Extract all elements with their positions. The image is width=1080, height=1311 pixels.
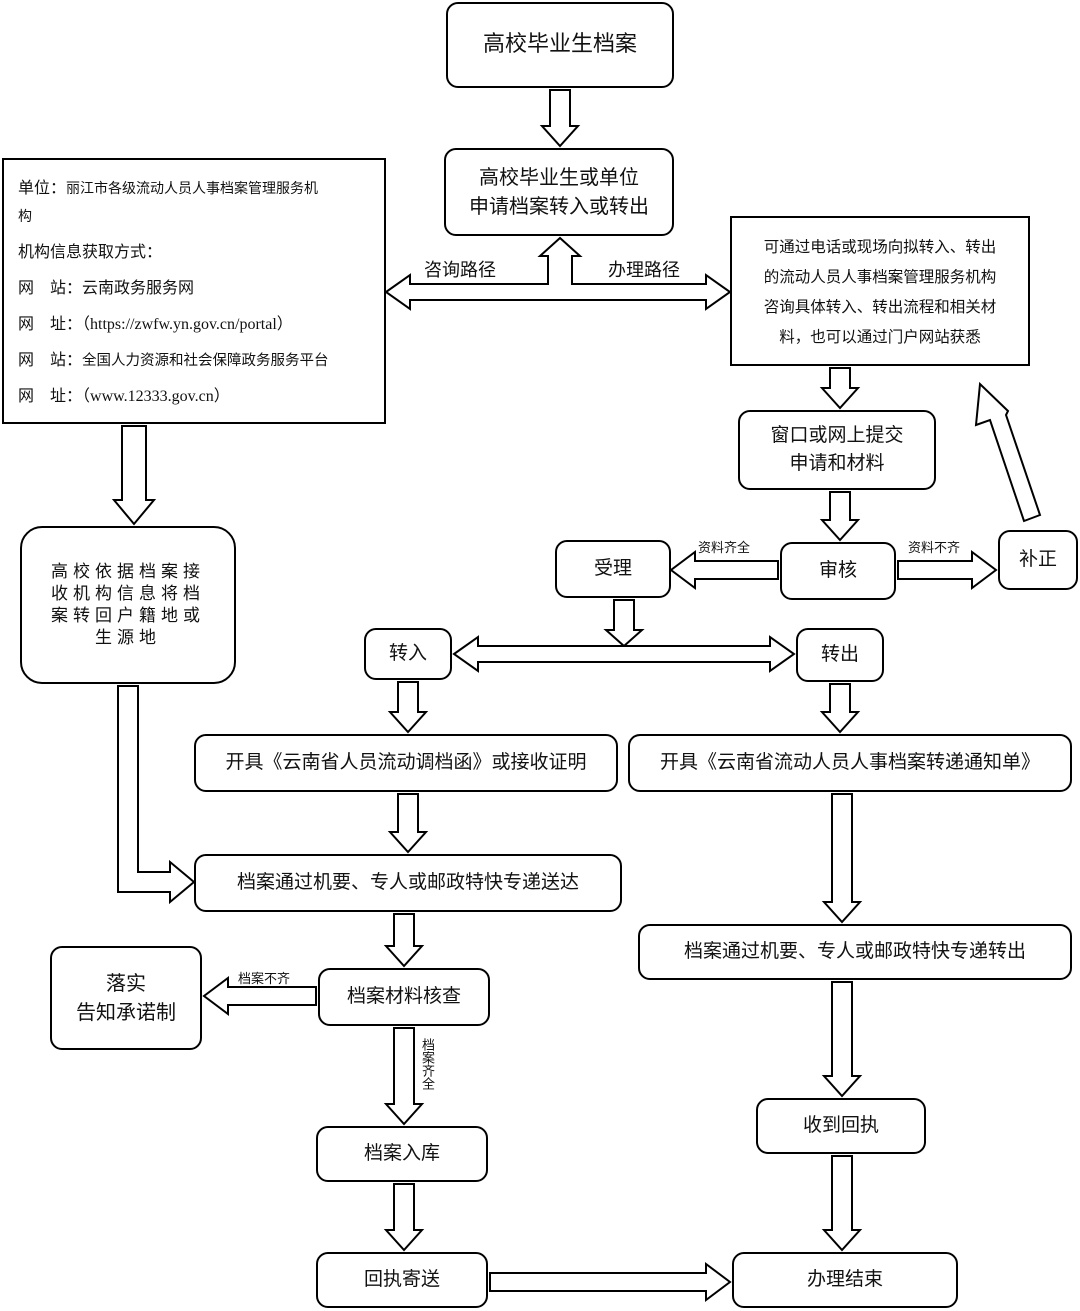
arrow-routes bbox=[384, 236, 732, 311]
node-graduate-archive-label: 高校毕业生档案 bbox=[482, 32, 637, 58]
storage-label: 档案入库 bbox=[363, 1142, 440, 1165]
node-promise: 落实 告知承诺制 bbox=[50, 946, 202, 1050]
arrow-accept-to-branch bbox=[603, 599, 645, 648]
consult-line-1: 可通过电话或现场向拟转入、转出 bbox=[763, 238, 997, 256]
node-end: 办理结束 bbox=[732, 1252, 958, 1308]
transfer-in-label: 转入 bbox=[388, 642, 427, 665]
arrow-title-to-apply bbox=[539, 89, 581, 148]
info-site2-value: 全国人力资源和社会保障政务服务平台 bbox=[82, 353, 329, 369]
info-url1-label: 网 址： bbox=[18, 314, 83, 333]
info-site1-label: 网 站： bbox=[18, 278, 83, 297]
arrow-deliver-to-receipt bbox=[821, 981, 863, 1098]
transfer-out-label: 转出 bbox=[820, 643, 859, 666]
end-label: 办理结束 bbox=[806, 1268, 883, 1291]
arrow-review-to-correct bbox=[897, 550, 998, 590]
submit-line-1: 窗口或网上提交 bbox=[770, 424, 904, 447]
deliver-out-label: 档案通过机要、专人或邮政特快专递转出 bbox=[683, 940, 1026, 963]
accept-label: 受理 bbox=[593, 557, 632, 580]
arrow-check-to-storage bbox=[383, 1027, 425, 1126]
correct-label: 补正 bbox=[1018, 548, 1057, 571]
arrow-submit-to-review bbox=[819, 491, 861, 542]
arrow-letter-to-deliver-in bbox=[387, 793, 429, 854]
arrow-in-to-letter bbox=[387, 681, 429, 734]
node-submit: 窗口或网上提交 申请和材料 bbox=[738, 410, 936, 490]
arrow-info-to-school bbox=[111, 425, 157, 526]
letter-out-label: 开具《云南省流动人员人事档案转递通知单》 bbox=[659, 751, 1040, 774]
node-consult-info: 可通过电话或现场向拟转入、转出 的流动人员人事档案管理服务机构 咨询具体转入、转… bbox=[730, 216, 1030, 366]
consult-line-3: 咨询具体转入、转出流程和相关材 bbox=[763, 298, 997, 316]
info-url2-value: （www.12333.gov.cn） bbox=[82, 388, 230, 405]
arrow-out-to-letter bbox=[819, 683, 861, 734]
arrow-consult-to-submit bbox=[819, 367, 861, 410]
info-unit-value-cont: 构 bbox=[18, 209, 32, 225]
school-line-2: 收机构信息将档 bbox=[51, 583, 205, 604]
submit-line-2: 申请和材料 bbox=[789, 452, 885, 474]
route-consult-label: 咨询路径 bbox=[424, 260, 496, 281]
node-receipt-recv: 收到回执 bbox=[756, 1098, 926, 1154]
node-transfer-in: 转入 bbox=[364, 628, 452, 680]
node-review: 审核 bbox=[780, 542, 896, 600]
info-method: 机构信息获取方式： bbox=[18, 242, 163, 261]
arrow-deliver-to-check bbox=[383, 913, 425, 968]
info-panel: 单位：丽江市各级流动人员人事档案管理服务机 构 机构信息获取方式： 网 站：云南… bbox=[2, 158, 386, 424]
node-letter-in: 开具《云南省人员流动调档函》或接收证明 bbox=[194, 734, 618, 792]
arrow-check-to-promise bbox=[202, 976, 317, 1016]
promise-line-1: 落实 bbox=[106, 971, 146, 995]
arrow-in-out bbox=[452, 635, 796, 673]
node-letter-out: 开具《云南省流动人员人事档案转递通知单》 bbox=[628, 734, 1072, 792]
check-label: 档案材料核查 bbox=[346, 985, 461, 1008]
label-incomplete: 资料不齐 bbox=[908, 541, 961, 556]
receipt-recv-label: 收到回执 bbox=[802, 1114, 879, 1137]
info-unit-label: 单位： bbox=[18, 178, 67, 197]
label-archive-incomplete: 档案不齐 bbox=[238, 972, 291, 987]
node-school-return: 高校依据档案接 收机构信息将档 案转回户籍地或 生源地 bbox=[20, 526, 236, 684]
info-site2-label: 网 站： bbox=[18, 350, 83, 369]
receipt-send-label: 回执寄送 bbox=[363, 1268, 440, 1291]
arrow-correct-to-consult bbox=[974, 381, 1042, 523]
route-handle-label: 办理路径 bbox=[608, 260, 680, 281]
review-label: 审核 bbox=[818, 559, 857, 582]
node-apply-line-1: 高校毕业生或单位 bbox=[479, 165, 639, 189]
node-receipt-send: 回执寄送 bbox=[316, 1252, 488, 1308]
node-apply: 高校毕业生或单位 申请档案转入或转出 bbox=[444, 148, 674, 236]
consult-line-4: 料，也可以通过门户网站获悉 bbox=[779, 328, 981, 346]
label-archive-complete: 档案齐全 bbox=[419, 1038, 434, 1090]
arrow-letter-to-deliver-out bbox=[821, 793, 863, 924]
arrow-receipt-to-end bbox=[821, 1155, 863, 1252]
letter-in-label: 开具《云南省人员流动调档函》或接收证明 bbox=[225, 751, 587, 774]
arrow-review-to-accept bbox=[669, 550, 779, 590]
school-line-3: 案转回户籍地或 bbox=[51, 606, 205, 626]
school-line-1: 高校依据档案接 bbox=[51, 561, 205, 582]
node-storage: 档案入库 bbox=[316, 1126, 488, 1182]
info-unit-value: 丽江市各级流动人员人事档案管理服务机 bbox=[66, 181, 319, 197]
node-accept: 受理 bbox=[555, 540, 671, 598]
node-correct: 补正 bbox=[998, 530, 1078, 590]
node-graduate-archive: 高校毕业生档案 bbox=[446, 2, 674, 88]
consult-line-2: 的流动人员人事档案管理服务机构 bbox=[763, 268, 997, 286]
node-apply-line-2: 申请档案转入或转出 bbox=[469, 194, 649, 218]
deliver-in-label: 档案通过机要、专人或邮政特快专递送达 bbox=[236, 871, 579, 894]
arrow-school-to-deliver bbox=[117, 685, 196, 905]
promise-line-2: 告知承诺制 bbox=[76, 1000, 176, 1024]
node-check: 档案材料核查 bbox=[318, 968, 490, 1026]
arrow-send-to-end bbox=[489, 1262, 732, 1302]
info-site1-value: 云南政务服务网 bbox=[82, 278, 195, 297]
school-line-4: 生源地 bbox=[95, 628, 161, 649]
label-complete: 资料齐全 bbox=[698, 541, 751, 556]
node-deliver-in: 档案通过机要、专人或邮政特快专递送达 bbox=[194, 854, 622, 912]
info-url1-value: （https://zwfw.yn.gov.cn/portal） bbox=[82, 316, 293, 333]
arrow-storage-to-send bbox=[383, 1183, 425, 1252]
info-url2-label: 网 址： bbox=[18, 386, 83, 405]
node-deliver-out: 档案通过机要、专人或邮政特快专递转出 bbox=[638, 924, 1072, 980]
node-transfer-out: 转出 bbox=[796, 628, 884, 682]
